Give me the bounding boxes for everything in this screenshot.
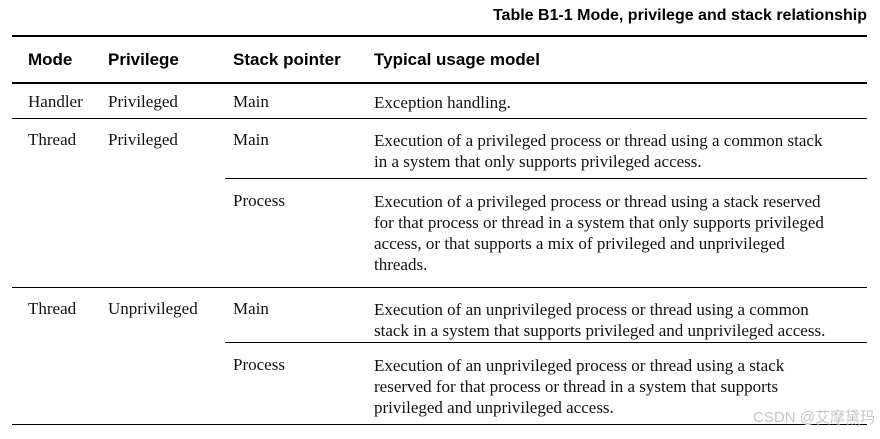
cell-mode: Thread — [28, 130, 77, 149]
csdn-watermark: CSDN @艾摩黛玛 — [753, 409, 875, 426]
table-group-thread-privileged: Thread Privileged Main Execution of a pr… — [12, 119, 867, 288]
cell-usage: Execution of an unprivileged process or … — [374, 356, 785, 417]
table-row-handler: Handler Privileged Main Exception handli… — [12, 84, 867, 119]
cell-mode: Thread — [28, 299, 77, 318]
cell-stack-pointer: Process — [233, 355, 285, 374]
table-title: Table B1-1 Mode, privilege and stack rel… — [492, 7, 867, 24]
cell-stack-pointer: Main — [233, 92, 269, 111]
cell-usage: Execution of an unprivileged process or … — [374, 288, 867, 343]
cell-usage: Exception handling. — [374, 93, 511, 112]
header-mode: Mode — [28, 50, 73, 69]
header-privilege: Privilege — [108, 50, 179, 69]
header-typical-usage-model: Typical usage model — [374, 50, 540, 69]
cell-usage: Execution of a privileged process or thr… — [374, 119, 867, 179]
cell-stack-pointer: Main — [225, 288, 374, 343]
cell-stack-pointer: Main — [225, 119, 374, 179]
table-group-thread-unprivileged: Thread Unprivileged Main Execution of an… — [12, 288, 867, 425]
cell-mode: Handler — [28, 92, 83, 111]
cell-stack-pointer: Process — [233, 191, 285, 210]
cell-privilege: Privileged — [108, 92, 178, 111]
cell-usage: Execution of a privileged process or thr… — [374, 192, 824, 274]
cell-privilege: Unprivileged — [108, 299, 198, 318]
mode-privilege-stack-table: Mode Privilege Stack pointer Typical usa… — [12, 35, 867, 425]
table-header-row: Mode Privilege Stack pointer Typical usa… — [12, 37, 867, 84]
cell-privilege: Privileged — [108, 130, 178, 149]
header-stack-pointer: Stack pointer — [233, 50, 341, 69]
